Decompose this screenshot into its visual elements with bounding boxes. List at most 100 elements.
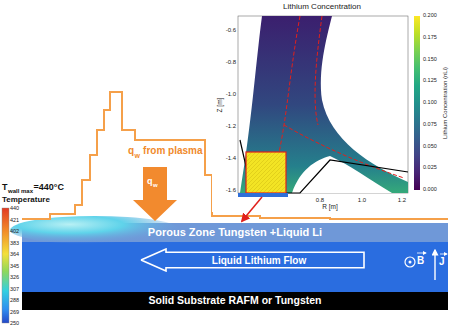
label: 326 — [10, 275, 19, 281]
band-label: Liquid Lithium Flow — [212, 255, 306, 266]
axis-title: Lithium Concentration (nLi) — [442, 67, 448, 139]
label: 383 — [10, 241, 19, 247]
label: 0.200 — [423, 13, 437, 19]
label-text: 250 — [10, 320, 19, 326]
label: 0.125 — [423, 78, 437, 84]
label-text: T — [2, 182, 8, 192]
label-text: 383 — [10, 240, 19, 246]
label: 0.175 — [423, 35, 437, 41]
label: -0.6 — [226, 27, 236, 33]
label-text: J — [439, 256, 445, 267]
label-text: 0.175 — [423, 34, 437, 40]
field-out-of-page-symbol — [405, 257, 415, 267]
flow-arrow: Liquid Lithium Flow — [140, 248, 365, 272]
label-text: 307 — [10, 286, 19, 292]
label-text: R [m] — [322, 203, 338, 210]
label-text: 0.050 — [423, 143, 437, 149]
label: 0.075 — [423, 122, 437, 128]
label-text: -1.2 — [226, 123, 236, 129]
callout-arrow — [242, 197, 262, 221]
plot-area — [238, 16, 408, 193]
label-text: w — [153, 182, 158, 188]
label-text: 0.125 — [423, 77, 437, 83]
label: 0.000 — [423, 187, 437, 193]
label: 0.150 — [423, 57, 437, 63]
label: w — [135, 152, 140, 159]
label: R [m] — [322, 204, 338, 211]
label-text: 0.000 — [423, 186, 437, 192]
label: 421 — [10, 218, 19, 224]
label: q — [128, 146, 134, 156]
label: 0.050 — [423, 144, 437, 150]
label: J — [439, 257, 445, 267]
label: Lithium Concentration — [283, 3, 361, 11]
label: 1.2 — [398, 197, 406, 203]
separatrix — [315, 16, 322, 125]
label-text: from plasma — [143, 145, 202, 156]
label-text: 269 — [10, 309, 19, 315]
label-text: 0.200 — [423, 12, 437, 18]
label: 402 — [10, 229, 19, 235]
label-text: -1.0 — [226, 91, 236, 97]
label: 0.8 — [316, 197, 324, 203]
label: Z [m] — [217, 98, 224, 113]
label: 0.025 — [423, 165, 437, 171]
label-text: B — [417, 255, 424, 266]
label-text: w — [135, 152, 140, 159]
label-text: -1.6 — [226, 187, 236, 193]
label-text: wall max — [8, 188, 33, 194]
lithium-colorbar — [414, 16, 420, 190]
label-text: 440 — [10, 205, 19, 211]
current-arrow — [434, 250, 435, 280]
label: 307 — [10, 287, 19, 293]
label-text: -0.8 — [226, 59, 236, 65]
label-text: Temperature — [2, 195, 50, 204]
label: Lithium Concentration (nLi) — [442, 67, 448, 139]
label: 345 — [10, 264, 19, 270]
label: 440 — [10, 206, 19, 212]
target-plate — [238, 193, 288, 197]
label-text: 364 — [10, 251, 19, 257]
label-text: 0.075 — [423, 121, 437, 127]
label-text: 345 — [10, 263, 19, 269]
separatrix — [284, 125, 404, 178]
label-text: -1.4 — [226, 155, 236, 161]
label-text: 0.150 — [423, 56, 437, 62]
label: wall max — [8, 188, 33, 194]
flow-arrow-shape — [141, 249, 364, 271]
label-text: 0.8 — [316, 197, 324, 203]
label-text: -0.6 — [226, 27, 236, 33]
label: 1.0 — [358, 197, 366, 203]
vessel-wall — [240, 140, 408, 193]
label-text: =440°C — [34, 182, 64, 192]
substrate-band — [22, 292, 448, 310]
label-text: Lithium Concentration — [283, 2, 361, 11]
label: w — [153, 182, 158, 188]
heat-flux-arrow — [133, 167, 177, 221]
label: -1.2 — [226, 123, 236, 129]
label: -1.6 — [226, 187, 236, 193]
lithium-region-box — [246, 152, 286, 193]
substrate-band: Solid Substrate RAFM or Tungsten — [22, 292, 448, 310]
band-label: Porous Zone Tungsten +Liquid Li — [148, 226, 322, 238]
plasma-region — [240, 16, 408, 193]
label: -1.4 — [226, 155, 236, 161]
label: Temperature — [2, 196, 50, 204]
label-text: 1.2 — [398, 197, 406, 203]
vector-arrow — [417, 253, 426, 254]
label-text: 402 — [10, 228, 19, 234]
temperature-colorbar — [2, 208, 9, 323]
label-text: 421 — [10, 217, 19, 223]
label: 364 — [10, 252, 19, 258]
label: 0.100 — [423, 100, 437, 106]
vector-arrow — [440, 254, 447, 255]
label-text: q — [128, 145, 134, 156]
label-text: 0.100 — [423, 99, 437, 105]
band-label: Solid Substrate RAFM or Tungsten — [148, 295, 321, 307]
label: -0.8 — [226, 59, 236, 65]
label: 288 — [10, 298, 19, 304]
label: from plasma — [143, 146, 202, 156]
label: 269 — [10, 310, 19, 316]
